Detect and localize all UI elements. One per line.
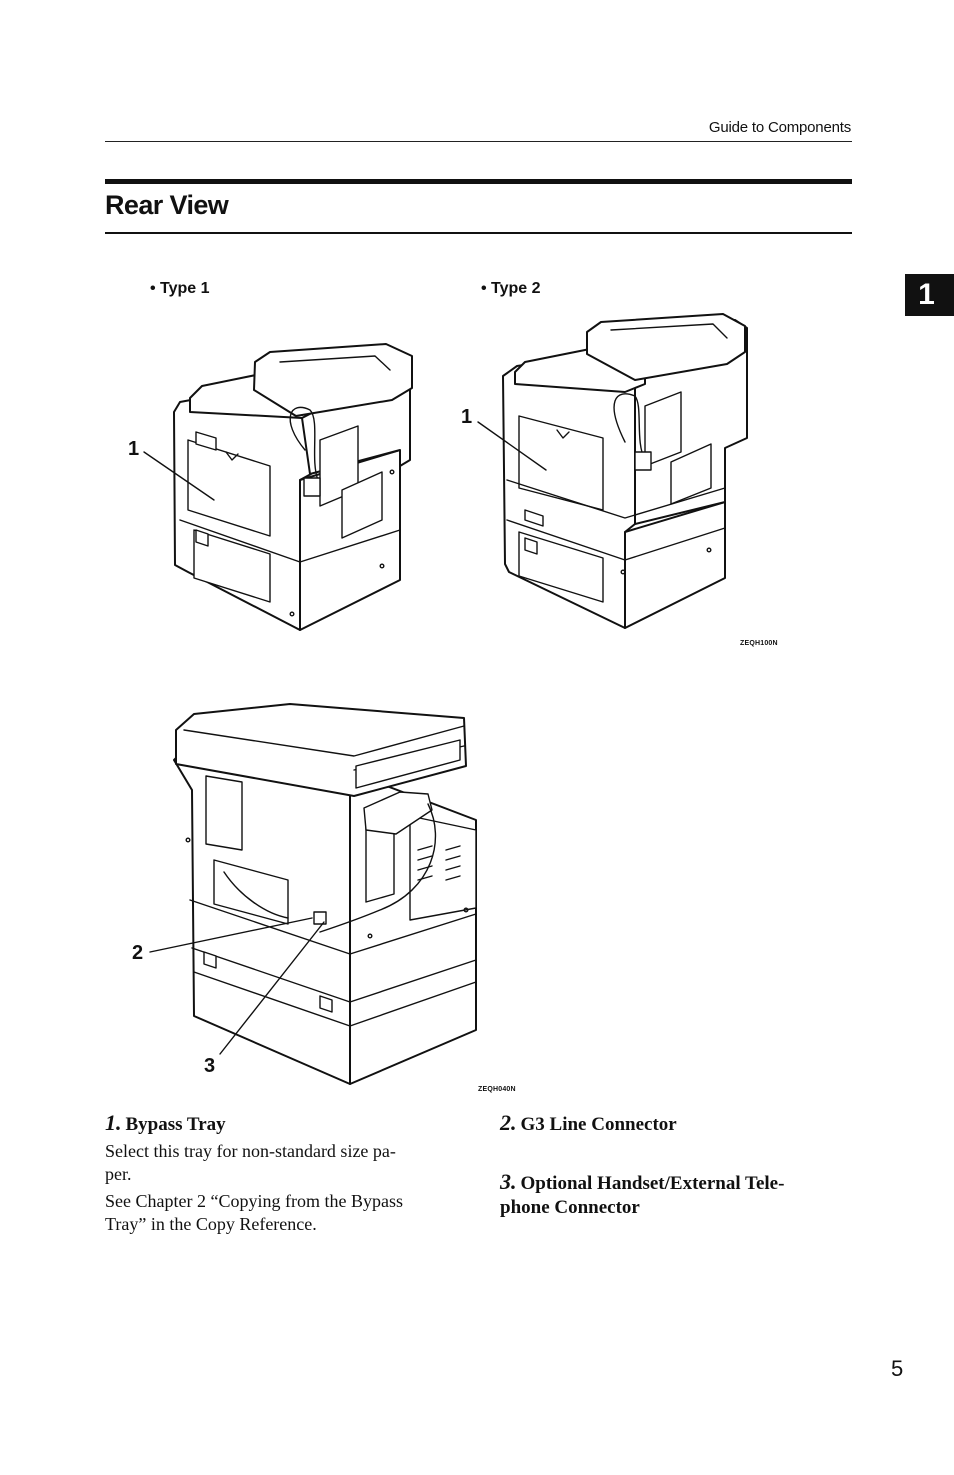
item-3-heading: 3.Optional Handset/External Tele- phone … (500, 1146, 852, 1220)
fax-callout-3: 3 (204, 1055, 216, 1077)
type2-label: • Type 2 (481, 280, 541, 297)
item-1-title: Bypass Tray (125, 1114, 226, 1135)
figure-code-bottom: ZEQH040N (478, 1086, 516, 1093)
section-rule-bottom (105, 232, 852, 234)
page-number: 5 (891, 1356, 904, 1381)
item-3-title: Optional Handset/External Tele- phone Co… (500, 1173, 785, 1218)
item-1-description-2: See Chapter 2 “Copying from the Bypass T… (105, 1191, 403, 1234)
type2-leader-line (477, 421, 547, 471)
section-title: Rear View (105, 190, 229, 220)
section-rule-top (105, 179, 852, 184)
type1-callout-1: 1 (128, 438, 140, 460)
type1-leader-line (143, 451, 215, 501)
item-2-heading: 2.G3 Line Connector (500, 1110, 677, 1136)
type1-copier-illustration (173, 343, 413, 631)
header-rule (105, 141, 852, 142)
type1-label: • Type 1 (150, 280, 210, 297)
fax-copier-illustration (173, 703, 477, 1085)
item-2-title: G3 Line Connector (520, 1114, 677, 1135)
item-2-number: 2. (500, 1110, 517, 1135)
fax-leader-lines (149, 917, 325, 1055)
fax-callout-2: 2 (132, 942, 144, 964)
item-1-heading: 1.Bypass Tray (105, 1110, 226, 1136)
figure-code-top: ZEQH100N (740, 640, 778, 647)
item-1-number: 1. (105, 1110, 122, 1135)
item-3-number: 3. (500, 1169, 517, 1194)
type2-copier-illustration (502, 313, 748, 629)
chapter-tab: 1 (905, 274, 954, 316)
running-head: Guide to Components (708, 119, 851, 136)
item-1-description-1: Select this tray for non-standard size p… (105, 1141, 396, 1184)
type2-callout-1: 1 (461, 406, 473, 428)
